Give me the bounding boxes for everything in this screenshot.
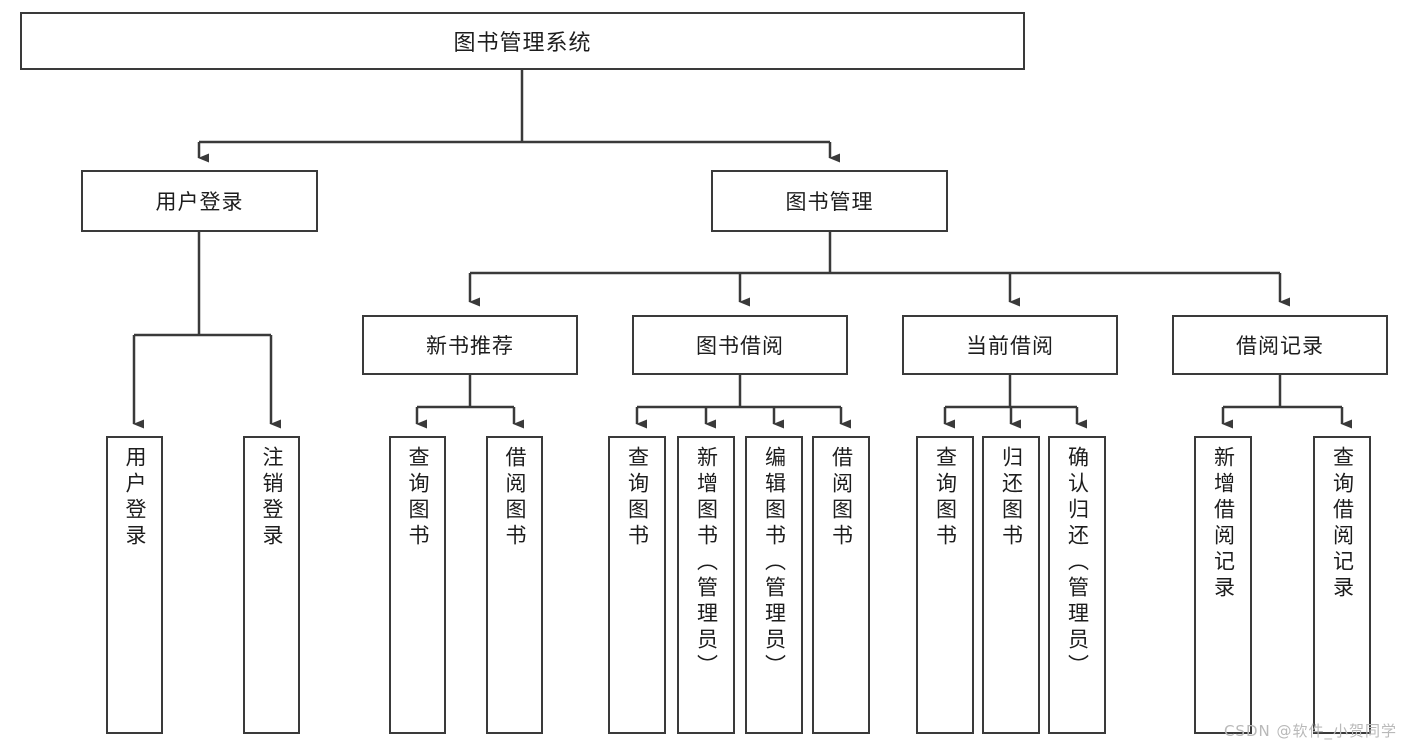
node-root-label: 图书管理系统 [453, 31, 592, 56]
leaf-query-book-1-label: 查询图书 [406, 446, 430, 550]
leaf-borrow-book-1-label: 借阅图书 [503, 446, 527, 550]
leaf-query-book-3[interactable]: 查询图书 [916, 436, 974, 734]
leaf-edit-book-label: 编辑图书（管理员） [762, 446, 787, 680]
leaf-add-book[interactable]: 新增图书（管理员） [677, 436, 735, 734]
leaf-add-record[interactable]: 新增借阅记录 [1194, 436, 1252, 734]
leaf-borrow-book-2-label: 借阅图书 [829, 446, 854, 550]
node-book-borrow-label: 图书借阅 [696, 334, 784, 358]
node-new-book-recommend[interactable]: 新书推荐 [362, 315, 578, 375]
leaf-add-record-label: 新增借阅记录 [1211, 446, 1236, 602]
leaf-query-book-1[interactable]: 查询图书 [389, 436, 446, 734]
leaf-user-login-label: 用户登录 [123, 446, 147, 550]
node-book-manage-label: 图书管理 [785, 190, 874, 214]
leaf-query-record-label: 查询借阅记录 [1330, 446, 1355, 602]
leaf-query-book-3-label: 查询图书 [933, 446, 958, 550]
leaf-borrow-book-1[interactable]: 借阅图书 [486, 436, 543, 734]
node-root[interactable]: 图书管理系统 [20, 12, 1025, 70]
node-user-login-label: 用户登录 [155, 190, 244, 214]
node-book-borrow[interactable]: 图书借阅 [632, 315, 848, 375]
leaf-confirm-return[interactable]: 确认归还（管理员） [1048, 436, 1106, 734]
node-borrow-record-label: 借阅记录 [1236, 334, 1324, 358]
leaf-edit-book[interactable]: 编辑图书（管理员） [745, 436, 803, 734]
leaf-return-book-label: 归还图书 [999, 446, 1024, 550]
leaf-add-book-label: 新增图书（管理员） [694, 446, 719, 680]
node-borrow-record[interactable]: 借阅记录 [1172, 315, 1388, 375]
node-book-manage[interactable]: 图书管理 [711, 170, 948, 232]
leaf-query-book-2[interactable]: 查询图书 [608, 436, 666, 734]
leaf-logout[interactable]: 注销登录 [243, 436, 300, 734]
watermark: CSDN @软件_小贺同学 [1223, 722, 1397, 740]
leaf-return-book[interactable]: 归还图书 [982, 436, 1040, 734]
leaf-query-record[interactable]: 查询借阅记录 [1313, 436, 1371, 734]
leaf-confirm-return-label: 确认归还（管理员） [1065, 446, 1090, 680]
leaf-borrow-book-2[interactable]: 借阅图书 [812, 436, 870, 734]
leaf-query-book-2-label: 查询图书 [625, 446, 650, 550]
node-current-borrow-label: 当前借阅 [966, 334, 1054, 358]
leaf-logout-label: 注销登录 [260, 446, 284, 550]
leaf-user-login[interactable]: 用户登录 [106, 436, 163, 734]
node-new-book-recommend-label: 新书推荐 [426, 334, 514, 358]
node-user-login[interactable]: 用户登录 [81, 170, 318, 232]
node-current-borrow[interactable]: 当前借阅 [902, 315, 1118, 375]
